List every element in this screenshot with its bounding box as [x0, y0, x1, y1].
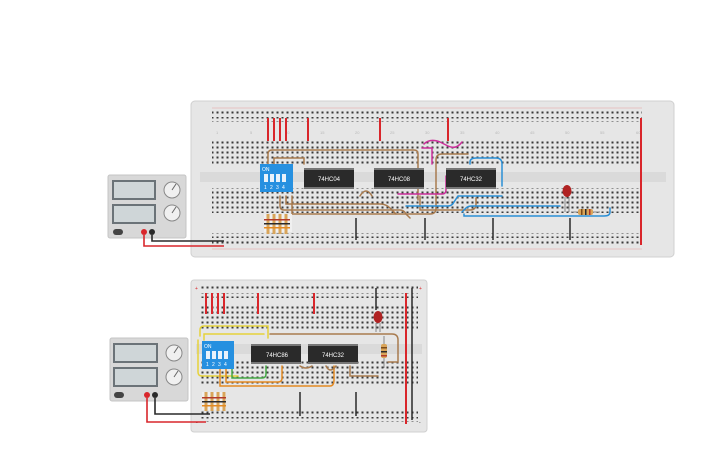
power-supply-a[interactable]: [107, 174, 187, 239]
dip-on-label: ON: [262, 167, 270, 173]
column-number: 15: [320, 130, 325, 135]
rail-plus-sign: +: [195, 286, 198, 292]
chip-74hc04[interactable]: 74HC04: [304, 168, 354, 189]
chip-label: 74HC32: [460, 177, 483, 183]
power-jumpers[interactable]: [267, 118, 642, 245]
dip-on-label: ON: [204, 344, 212, 350]
power-supply-b[interactable]: [109, 337, 189, 402]
power-jumpers-b[interactable]: [205, 293, 407, 424]
circuit-b: + + - -: [109, 279, 428, 433]
ground-jumpers[interactable]: [355, 218, 571, 240]
dip-position-label: 4: [224, 362, 227, 368]
column-numbers: 1 5 10 15 20 25 30 35 40 45 50 55 60: [216, 130, 641, 135]
chip-label: 74HC86: [266, 353, 289, 359]
chip-74hc32[interactable]: 74HC32: [446, 168, 496, 189]
column-number: 45: [530, 130, 535, 135]
resistor-array-a[interactable]: [264, 214, 292, 234]
wires-a[interactable]: [267, 139, 611, 219]
chip-74hc86[interactable]: 74HC86: [251, 344, 301, 364]
chip-74hc08[interactable]: 74HC08: [374, 168, 424, 189]
column-number: 10: [285, 130, 290, 135]
circuit-a: 1 5 10 15 20 25 30 35 40 45 50 55 60: [107, 100, 675, 258]
rail-minus-sign: -: [419, 420, 421, 426]
ground-jumpers-b[interactable]: [299, 288, 413, 420]
chip-74hc32-b[interactable]: 74HC32: [308, 344, 358, 364]
rail-minus-sign: -: [196, 420, 198, 426]
resistor-led-b[interactable]: [381, 336, 387, 368]
supply-leads-b[interactable]: [146, 398, 210, 423]
resistor-led-a[interactable]: [571, 209, 600, 215]
column-number: 50: [565, 130, 570, 135]
supply-leads-a[interactable]: [143, 235, 224, 247]
dip-position-label: 4: [282, 185, 285, 191]
dip-position-label: 2: [270, 185, 273, 191]
chip-label: 74HC08: [388, 177, 411, 183]
dip-switch-b[interactable]: ON 1 2 3 4: [202, 341, 234, 369]
wires-b[interactable]: [197, 325, 399, 387]
dip-position-label: 1: [264, 185, 267, 191]
chip-label: 74HC04: [318, 177, 341, 183]
dip-position-label: 2: [212, 362, 215, 368]
resistor-array-b[interactable]: [202, 392, 226, 411]
column-number: 35: [460, 130, 465, 135]
rail-plus-sign: +: [419, 286, 422, 292]
column-number: 25: [390, 130, 395, 135]
dip-switch-a[interactable]: ON 1 2 3 4: [260, 164, 293, 192]
column-number: 20: [355, 130, 360, 135]
chip-label: 74HC32: [322, 353, 345, 359]
dip-position-label: 3: [218, 362, 221, 368]
column-number: 60: [636, 130, 641, 135]
column-number: 55: [600, 130, 605, 135]
led-a[interactable]: [562, 185, 572, 212]
dip-position-label: 3: [276, 185, 279, 191]
dip-position-label: 1: [206, 362, 209, 368]
column-number: 1: [216, 130, 219, 135]
column-number: 30: [425, 130, 430, 135]
led-b[interactable]: [373, 311, 383, 332]
column-number: 40: [495, 130, 500, 135]
column-number: 5: [250, 130, 253, 135]
